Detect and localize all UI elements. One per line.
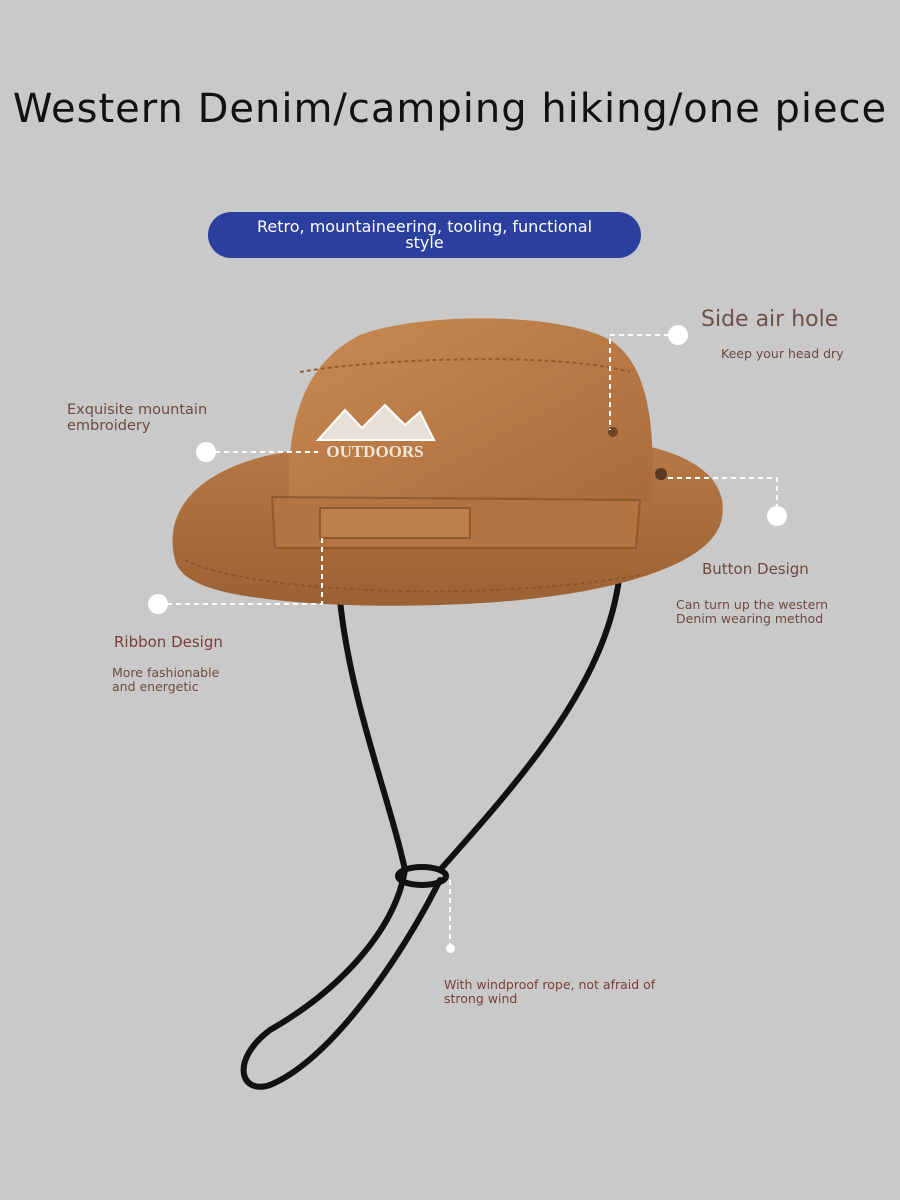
- style-badge-text: Retro, mountaineering, tooling, function…: [256, 217, 593, 252]
- ribbon-design-desc: More fashionable and energetic: [112, 665, 220, 694]
- mountain-embroidery: [315, 403, 436, 441]
- callout-dot-ribbon: [148, 594, 168, 614]
- side-button: [655, 468, 667, 480]
- hat-crown: [289, 318, 653, 518]
- style-badge: Retro, mountaineering, tooling, function…: [208, 212, 641, 258]
- page-title: Western Denim/camping hiking/one piece: [12, 86, 888, 132]
- rope-right-strand: [437, 567, 623, 873]
- side-air-hole-title: Side air hole: [701, 307, 839, 332]
- callout-dot-air-hole: [668, 325, 688, 345]
- rope-left-strand: [240, 597, 443, 1090]
- ribbon-loop: [319, 507, 471, 539]
- button-design-title: Button Design: [702, 560, 809, 578]
- outdoors-embroidery-text: OUTDOORS: [326, 442, 423, 461]
- side-air-hole-desc: Keep your head dry: [721, 346, 844, 361]
- ribbon-design-title: Ribbon Design: [114, 633, 223, 651]
- callout-dot-button: [767, 506, 787, 526]
- button-design-desc: Can turn up the western Denim wearing me…: [676, 597, 829, 626]
- callout-dot-rope: [445, 943, 455, 953]
- callout-dot-embroidery: [196, 442, 216, 462]
- brim-stitching: [184, 559, 641, 593]
- air-hole: [608, 427, 618, 437]
- embroidery-title: Exquisite mountain embroidery: [67, 402, 208, 434]
- rope-stopper: [395, 864, 449, 888]
- callout-lines: [158, 334, 778, 948]
- crown-stitch-line: [299, 358, 631, 373]
- windproof-rope-desc: With windproof rope, not afraid of stron…: [444, 977, 656, 1006]
